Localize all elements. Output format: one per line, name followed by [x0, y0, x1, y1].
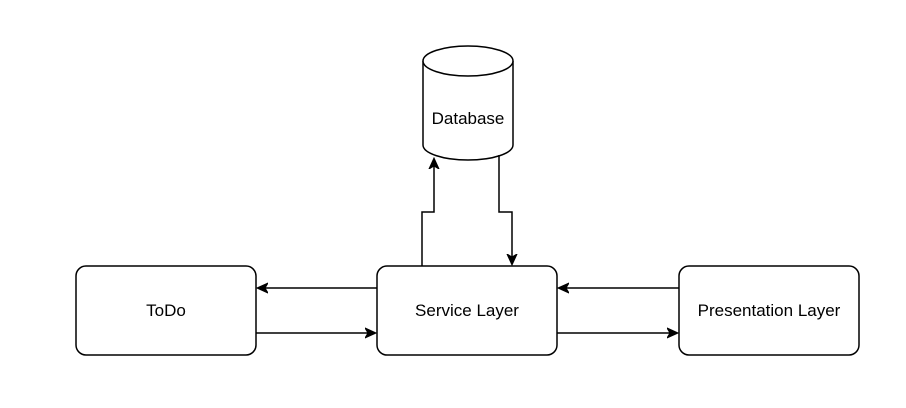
database-cylinder-top [422, 45, 514, 77]
database-node[interactable] [422, 45, 514, 161]
presentation-layer-node[interactable] [678, 265, 860, 356]
service-layer-node[interactable] [376, 265, 558, 356]
edge-database-to-service [498, 155, 512, 264]
database-cylinder-body [422, 61, 514, 161]
edge-service-to-database [421, 159, 434, 266]
todo-node[interactable] [75, 265, 257, 356]
